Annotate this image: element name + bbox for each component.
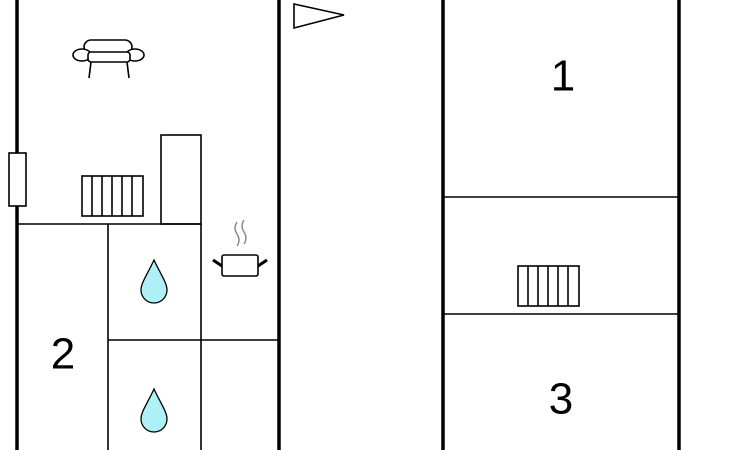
room-label-1: 1 — [551, 52, 575, 101]
entrance-flag-icon — [293, 3, 345, 30]
room-label-3: 3 — [549, 375, 573, 424]
cooking-pot-icon — [212, 219, 268, 277]
room-label-2: 2 — [51, 330, 75, 379]
chimney-block — [160, 134, 202, 225]
water-drop-icon — [140, 387, 168, 433]
radiator-icon — [81, 175, 144, 217]
radiator-icon — [517, 265, 580, 307]
sofa-icon — [72, 39, 145, 79]
water-drop-icon — [140, 258, 168, 304]
window-icon — [8, 152, 27, 207]
